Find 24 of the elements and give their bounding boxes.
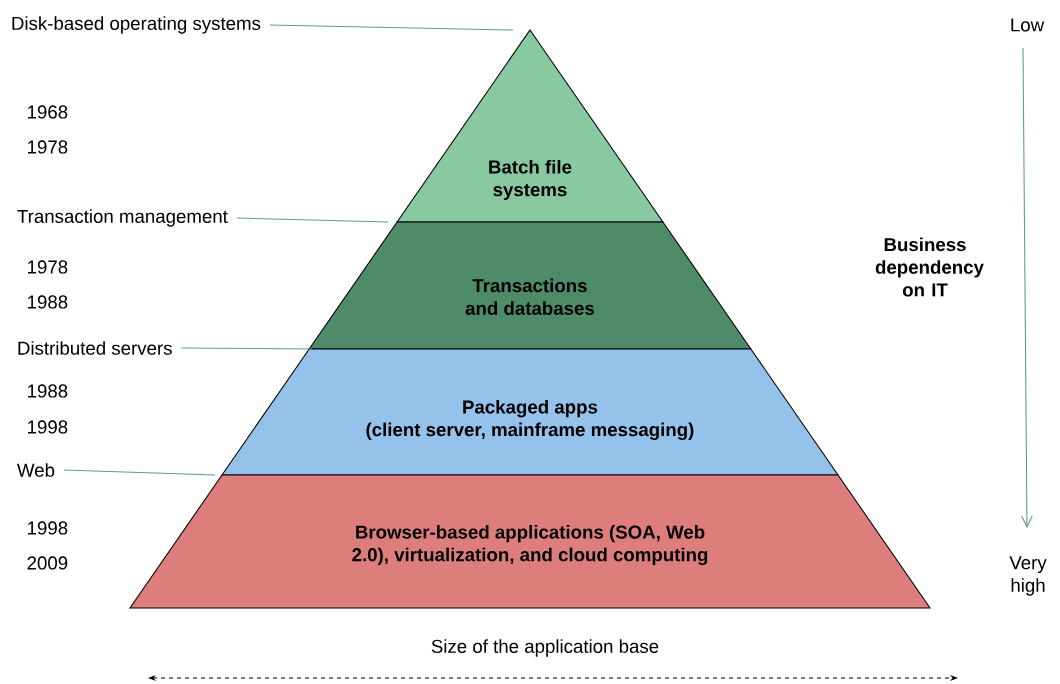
axis-title: Business dependency on IT xyxy=(875,237,984,297)
year-label: 1998 xyxy=(28,521,68,535)
year-label: 1978 xyxy=(28,260,68,274)
word-label: Very high xyxy=(1009,556,1047,596)
pyramid-layer: Transactions and databases xyxy=(308,221,752,350)
era-label: Disk-based operating systems xyxy=(12,16,261,34)
year-label: 1988 xyxy=(28,295,68,309)
era-label: Distributed servers xyxy=(18,341,172,355)
pyramid-layer: Browser-based applications (SOA, Web 2.0), virtualization, and cloud computing xyxy=(129,474,932,609)
pyramid-layer: Batch file systems xyxy=(396,29,664,223)
leader-line xyxy=(269,24,514,31)
year-label: 1968 xyxy=(28,105,68,119)
year-label: 1988 xyxy=(28,384,68,398)
era-label: Web xyxy=(17,463,55,477)
era-label: Transaction management xyxy=(17,209,228,227)
leader-line xyxy=(63,469,216,476)
word-label: Low xyxy=(1011,18,1045,32)
pyramid-layer: Packaged apps (client server, mainframe messaging) xyxy=(221,348,840,476)
leader-line xyxy=(236,217,389,223)
axis-title: Size of the application base xyxy=(431,639,659,657)
year-label: 1978 xyxy=(28,140,68,154)
year-label: 1998 xyxy=(28,420,68,434)
leader-line xyxy=(180,347,313,350)
year-label: 2009 xyxy=(27,556,68,570)
